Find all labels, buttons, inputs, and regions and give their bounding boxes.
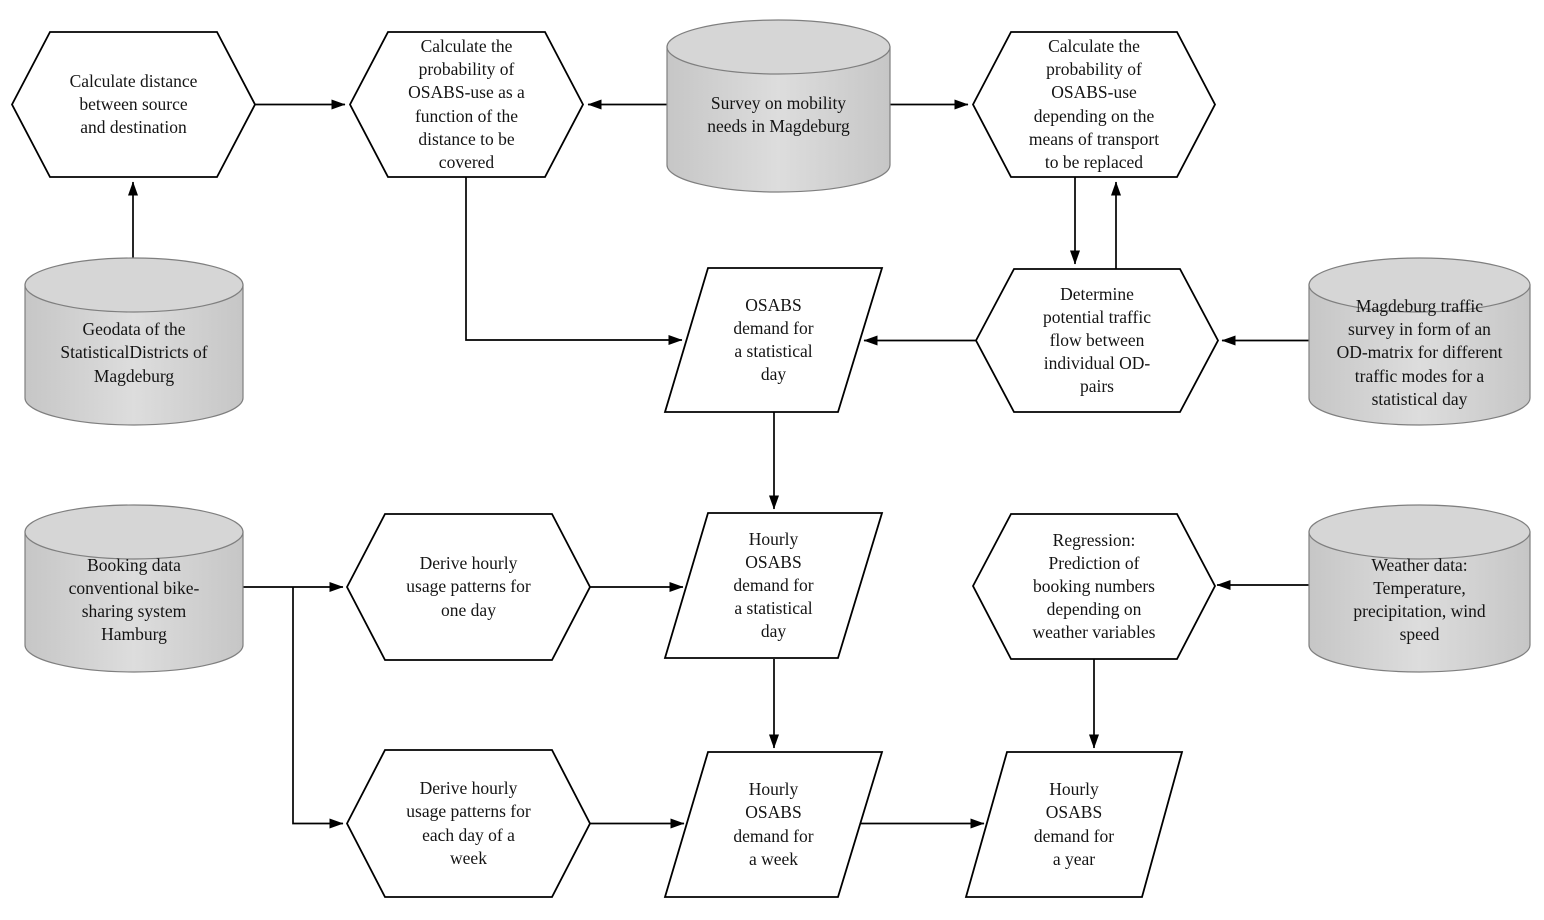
survey-mobility-cylinder [666,19,891,193]
arrow-prob-distance-to-osabs-demand-day [465,177,683,345]
osabs-demand-day-parallelogram [663,267,884,413]
geodata-cylinder [24,257,244,426]
weather-data-cylinder [1308,504,1531,673]
booking-data-cylinder [24,504,244,673]
hourly-demand-day-parallelogram [663,512,884,659]
traffic-flow-hexagon [974,268,1220,413]
hourly-demand-week-parallelogram [663,751,884,898]
prob-distance-hexagon [348,31,585,178]
usage-week-hexagon [345,749,592,898]
hourly-demand-year-parallelogram [964,751,1184,898]
calc-distance-hexagon [10,31,257,178]
regression-hexagon [971,513,1217,660]
traffic-survey-cylinder [1308,257,1531,426]
usage-one-day-hexagon [345,513,592,661]
arrow-booking-to-usage-week [292,587,344,829]
prob-transport-hexagon [971,31,1217,178]
